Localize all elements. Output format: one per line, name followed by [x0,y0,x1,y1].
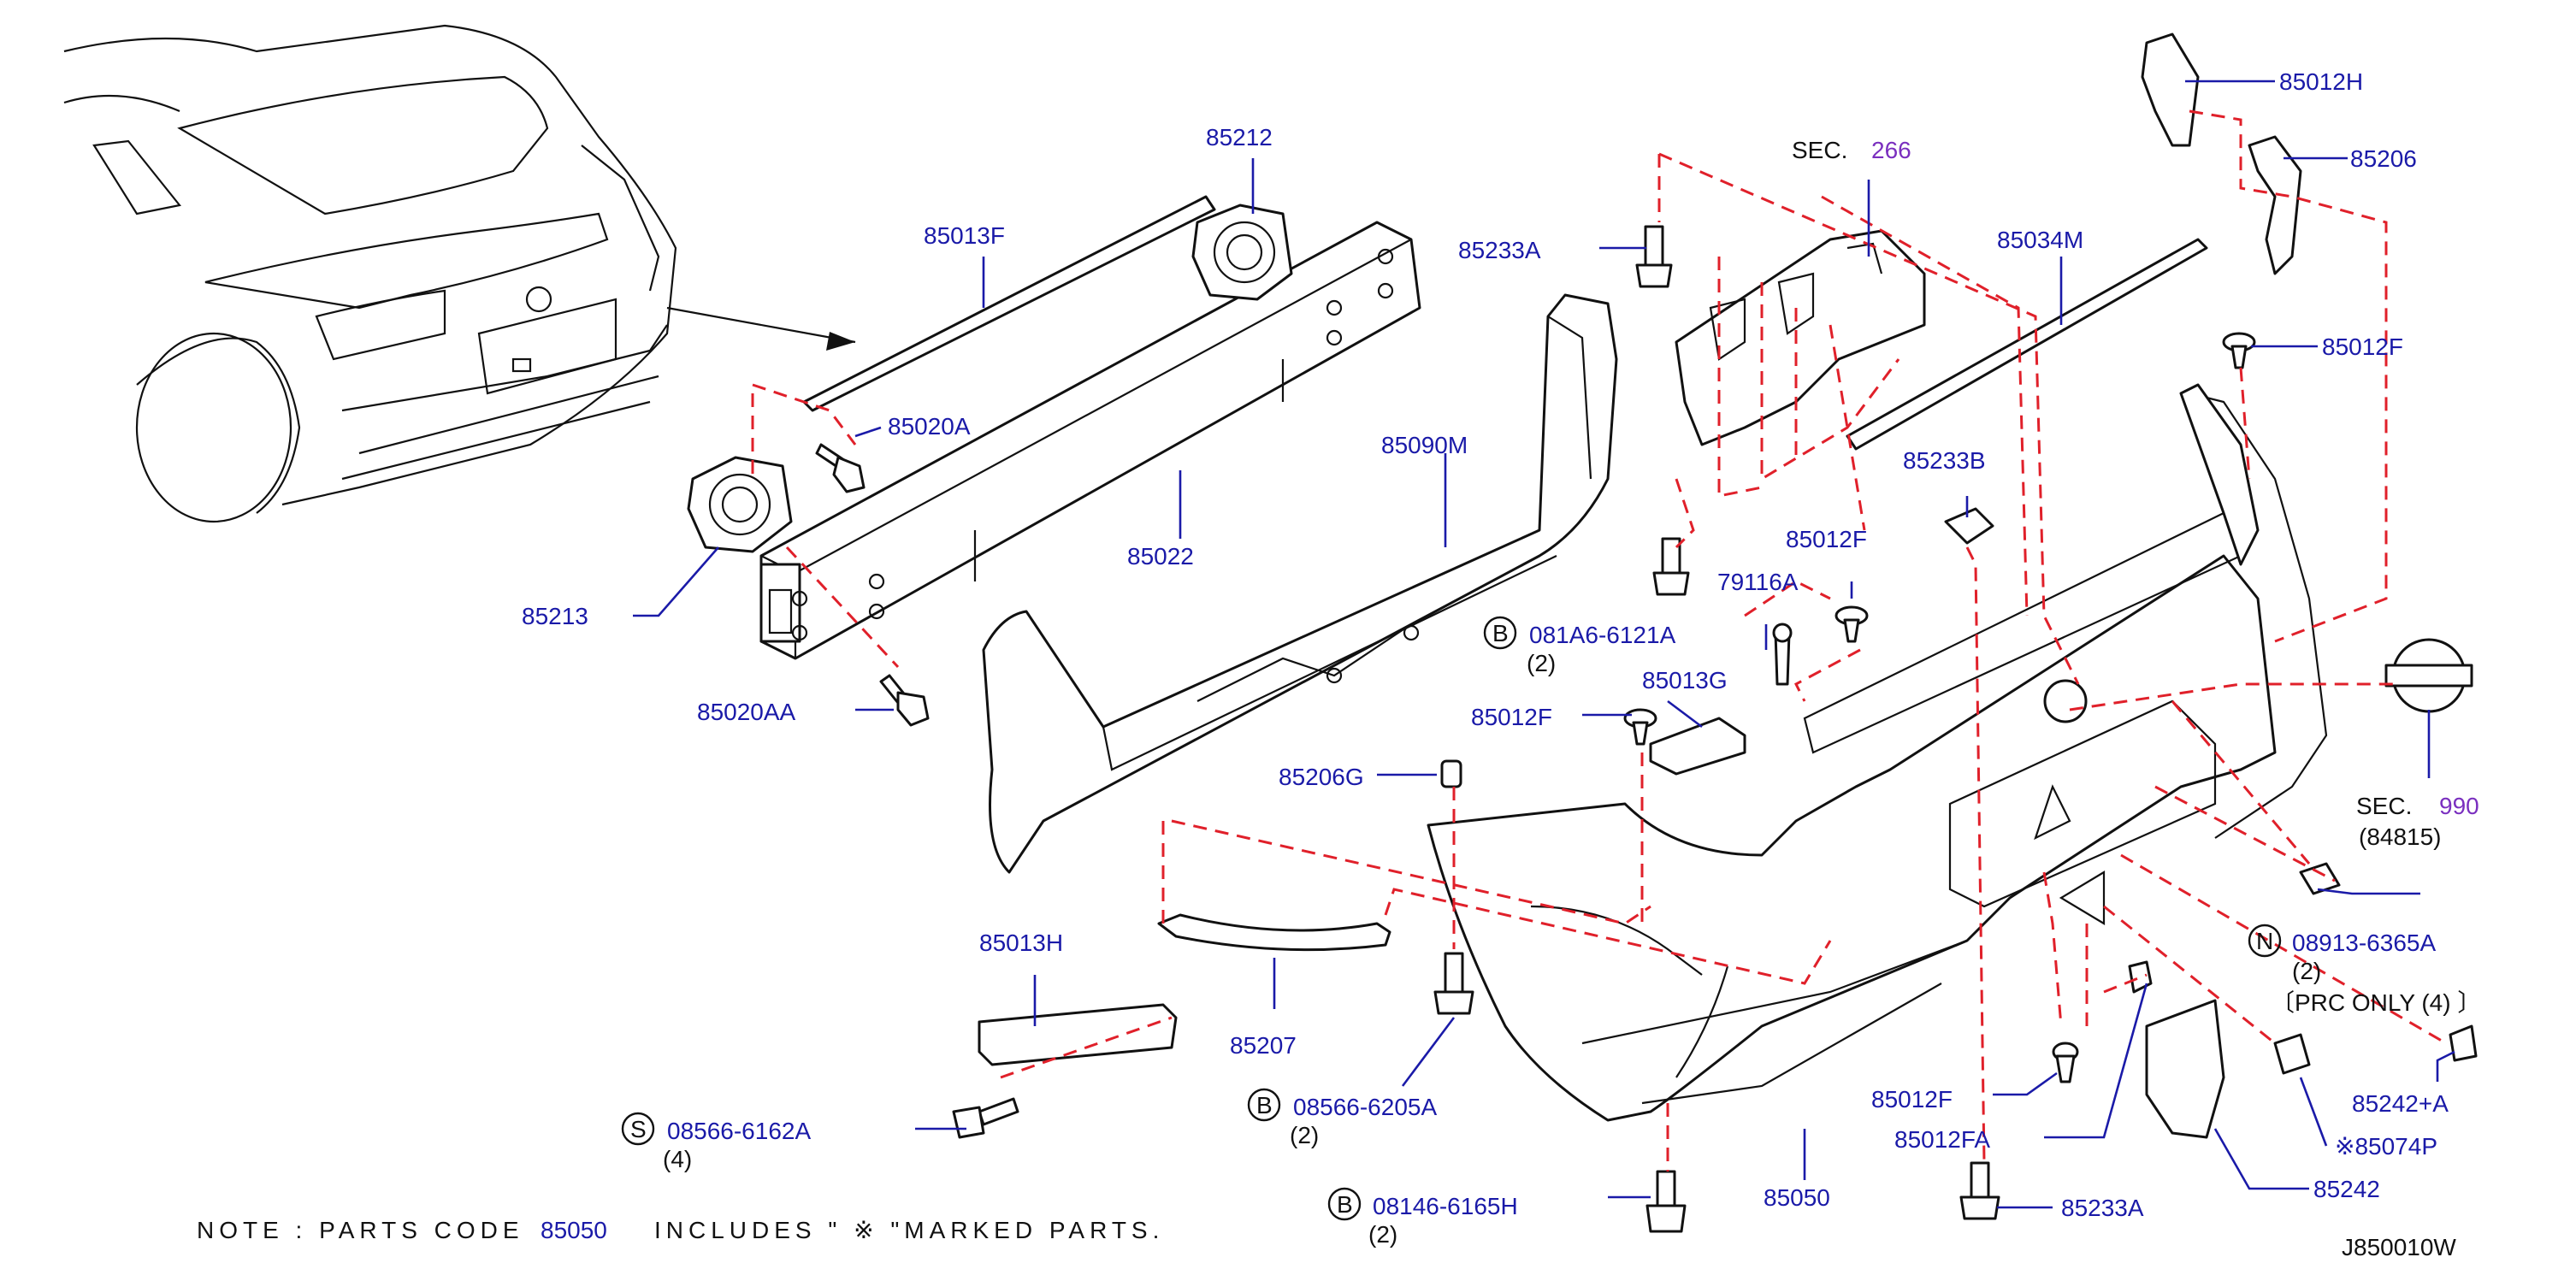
label-08566-6162A-qty: (4) [663,1146,692,1172]
label-sec-266-number: 266 [1871,137,1911,163]
label-08146-qty: (2) [1368,1221,1397,1248]
label-08566-6162A: 08566-6162A [667,1118,811,1144]
label-prc-only: 〔PRC ONLY (4) 〕 [2271,989,2481,1016]
label-08146-6165H: 08146-6165H [1373,1193,1518,1219]
label-85013H: 85013H [979,930,1063,956]
note-suffix: INCLUDES " ※ "MARKED PARTS. [654,1217,1164,1243]
bolt-icon [815,443,866,493]
label-sec-990-sub: (84815) [2359,823,2442,850]
bracket-85074P-icon [2273,1033,2311,1075]
assembly-lines [751,109,2447,1172]
bracket-85213-icon [687,456,793,553]
label-85012F-mid: 85012F [1786,526,1867,552]
bracket-85242A-icon [2449,1024,2478,1062]
label-85012F-left: 85012F [1471,704,1552,730]
label-85022: 85022 [1127,543,1194,570]
label-08566-6205A: 08566-6205A [1293,1094,1437,1120]
bolt-icon [1635,225,1673,288]
label-081A6-6121A: 081A6-6121A [1529,622,1676,648]
strip-85013F-icon [802,195,1216,412]
bolt-icon [879,674,930,727]
label-85013F: 85013F [924,222,1005,249]
label-85090M: 85090M [1381,432,1468,458]
bolt-icon [1772,623,1793,686]
bolt-icon [1433,952,1474,1015]
label-85213: 85213 [522,603,588,629]
label-85012F-bottom: 85012F [1871,1086,1953,1113]
bracket-85012H-icon [2141,32,2200,147]
bolt-icon [1645,1170,1687,1233]
diagram-id: J850010W [2342,1234,2456,1260]
label-85050: 85050 [1764,1184,1830,1211]
label-sec-990-number: 990 [2439,793,2479,819]
label-85206G: 85206G [1279,764,1364,790]
label-85074P: ※85074P [2335,1133,2437,1160]
circle-b-letter: B [1492,620,1509,646]
label-85242-plus-a: 85242+A [2352,1090,2449,1117]
label-85012F-right: 85012F [2322,333,2403,360]
bolt-icon [1959,1161,2000,1220]
bracket-85242-icon [2145,999,2225,1139]
label-85034M: 85034M [1997,227,2083,253]
car-rear-view-icon [63,24,856,523]
circle-b-marker [1247,1088,1281,1122]
label-85013G: 85013G [1642,667,1728,694]
strip-85034M-icon [1846,238,2208,451]
label-85233B: 85233B [1903,447,1986,474]
label-85242: 85242 [2313,1176,2380,1202]
clip-icon [2052,1042,2079,1083]
energy-absorber-icon [982,293,1618,874]
pad-85013G-icon [1649,717,1746,776]
label-08913-qty: (2) [2292,958,2321,984]
label-85020A: 85020A [888,413,971,440]
circle-b-letter: B [1337,1191,1353,1218]
note-parts-code: 85050 [541,1217,607,1243]
bracket-85207-icon [1157,913,1391,952]
label-85212: 85212 [1206,124,1273,151]
label-sec-990-prefix: SEC. [2356,793,2412,819]
label-85233A-bottom: 85233A [2061,1195,2144,1221]
circle-b-marker [1327,1187,1362,1221]
bolt-icon [1652,537,1690,596]
bracket-assembly-icon [1675,229,1926,446]
rear-bumper-fascia-icon [1427,383,2328,1122]
clip-85012FA-icon [2128,960,2153,994]
label-85012FA: 85012FA [1894,1126,1990,1153]
label-85207: 85207 [1230,1032,1297,1059]
circle-b-marker [1483,616,1517,650]
circle-s-letter: S [630,1116,647,1142]
label-85206: 85206 [2350,145,2417,172]
nissan-emblem-icon [2384,638,2473,713]
label-08566-6205A-qty: (2) [1290,1122,1319,1148]
label-081A6-qty: (2) [1527,650,1556,676]
label-sec-266-prefix: SEC. [1792,137,1847,163]
bracket-85206-icon [2248,135,2302,275]
nut-85233B-icon [1944,507,1994,545]
clip-icon [2222,332,2256,369]
bracket-85212-icon [1191,204,1293,301]
circle-b-letter: B [1256,1092,1273,1118]
label-79116A: 79116A [1717,569,1799,595]
label-85233A-top: 85233A [1458,237,1541,263]
label-08913-6365A: 08913-6365A [2292,930,2436,956]
bumper-reinforcement-icon [759,221,1421,660]
leader-lines [633,80,2455,1209]
circle-n-letter: N [2256,928,2273,954]
circle-s-marker [621,1112,655,1146]
label-85012H: 85012H [2279,68,2363,95]
bracket-85013H-icon [978,1003,1178,1066]
label-85020AA: 85020AA [697,699,796,725]
clip-icon [1623,708,1657,746]
clip-nut-icon [2299,862,2341,895]
note-prefix: NOTE : PARTS CODE [197,1217,524,1243]
plug-85206G-icon [1440,759,1462,788]
bolt-icon [952,1097,1019,1139]
clip-icon [1835,605,1869,643]
circle-n-marker [2248,924,2282,958]
